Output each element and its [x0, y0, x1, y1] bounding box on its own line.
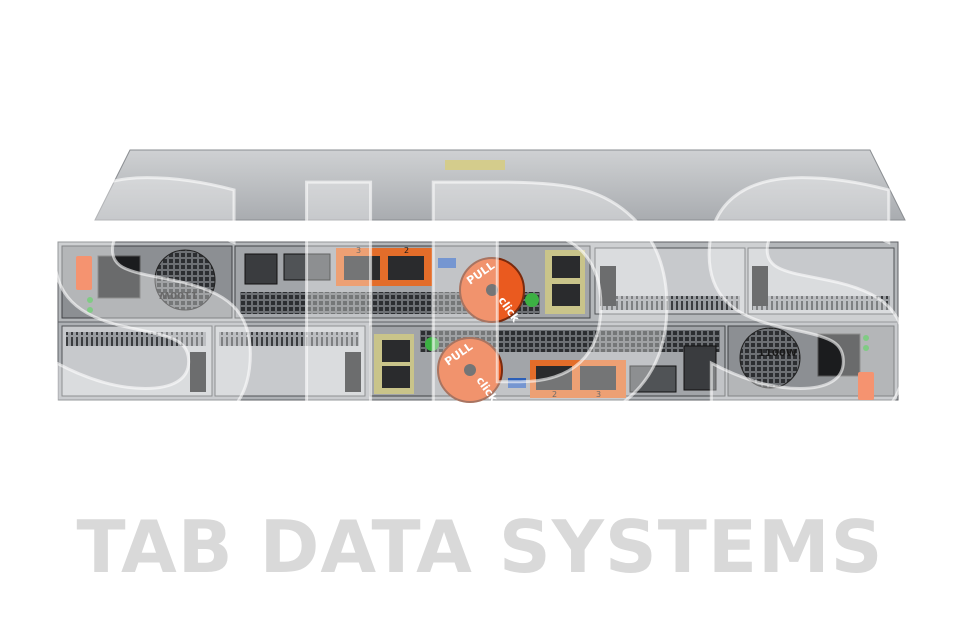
psu-wattage-label: 1100W: [758, 348, 797, 359]
pull-tab-center: [464, 364, 476, 376]
port-number: 3: [356, 246, 361, 255]
status-led: [87, 297, 93, 303]
psu-wattage-label: 1100W: [159, 289, 198, 300]
bay-latch: [190, 352, 206, 392]
bay-latch: [600, 266, 616, 306]
green-latch: [425, 337, 439, 351]
watermark-company-name: TAB DATA SYSTEMS: [76, 505, 884, 589]
sfp-port: [683, 345, 717, 391]
psu-fan: [154, 249, 216, 311]
bay-vents: [600, 296, 740, 310]
pull-tab-center: [486, 284, 498, 296]
status-led: [863, 345, 869, 351]
power-inlet: [97, 255, 141, 299]
chassis-top: [94, 149, 906, 221]
rj45-port: [382, 366, 410, 388]
sfp-port: [244, 253, 278, 285]
rj45-port: [344, 256, 380, 280]
rj45-port: [388, 256, 424, 280]
sfp-port: [629, 365, 677, 393]
psu-handle: [76, 256, 92, 290]
bay-vents: [219, 332, 359, 346]
rj45-port: [552, 284, 580, 306]
green-latch: [525, 293, 539, 307]
bay-vents: [66, 332, 206, 346]
port-number: 2: [404, 246, 409, 255]
status-led: [87, 307, 93, 313]
usb-port: [438, 258, 456, 268]
rj45-port: [536, 366, 572, 390]
port-number: 3: [596, 390, 601, 399]
sfp-port: [283, 253, 331, 281]
rj45-port: [580, 366, 616, 390]
watermark-logo: SIDS: [30, 115, 930, 511]
status-led: [863, 335, 869, 341]
psu-handle: [858, 372, 874, 400]
bay-vents: [752, 296, 890, 310]
psu-fan: [739, 327, 801, 389]
port-number: 2: [552, 390, 557, 399]
chassis-label-sticker: [445, 160, 505, 170]
bay-latch: [345, 352, 361, 392]
rj45-port: [552, 256, 580, 278]
rj45-port: [382, 340, 410, 362]
bay-latch: [752, 266, 768, 306]
power-inlet: [817, 333, 861, 377]
usb-port: [508, 378, 526, 388]
vent-grille: [420, 330, 720, 352]
